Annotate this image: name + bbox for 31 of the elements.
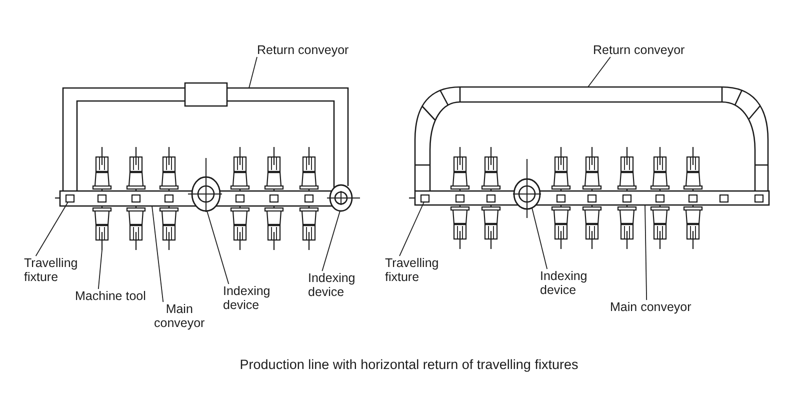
travelling-fixture (420, 194, 430, 203)
main-conveyor (414, 190, 770, 206)
travelling-fixture (65, 194, 75, 203)
part-label: Main conveyor (154, 302, 205, 330)
main-conveyor (59, 190, 334, 207)
return-conveyor (62, 82, 349, 192)
leader-line (206, 210, 230, 284)
return-conveyor (414, 86, 769, 191)
caption: Production line with horizontal return of travelling fixtures (240, 357, 578, 373)
leader-line (98, 250, 102, 290)
leader-line (644, 204, 648, 300)
leader-line (152, 206, 164, 302)
part-label: Indexing device (540, 269, 588, 297)
part-label: Main conveyor (610, 300, 692, 314)
leader-line (588, 56, 611, 88)
machine-tool (92, 206, 112, 250)
part-label: Machine tool (75, 289, 146, 303)
indexing-device (512, 158, 542, 218)
leader-line (248, 56, 258, 88)
leader-line (532, 208, 548, 270)
part-label: Return conveyor (593, 43, 685, 57)
part-label: Travelling fixture (385, 256, 439, 284)
leader-line (322, 210, 340, 272)
leader-line (399, 202, 424, 256)
indexing-device (326, 184, 360, 212)
part-label: Travelling fixture (24, 256, 78, 284)
part-label: Return conveyor (257, 43, 349, 57)
indexing-device (188, 158, 222, 212)
leader-line (35, 202, 68, 256)
part-label: Indexing device (308, 271, 356, 299)
part-label: Indexing device (223, 284, 270, 312)
